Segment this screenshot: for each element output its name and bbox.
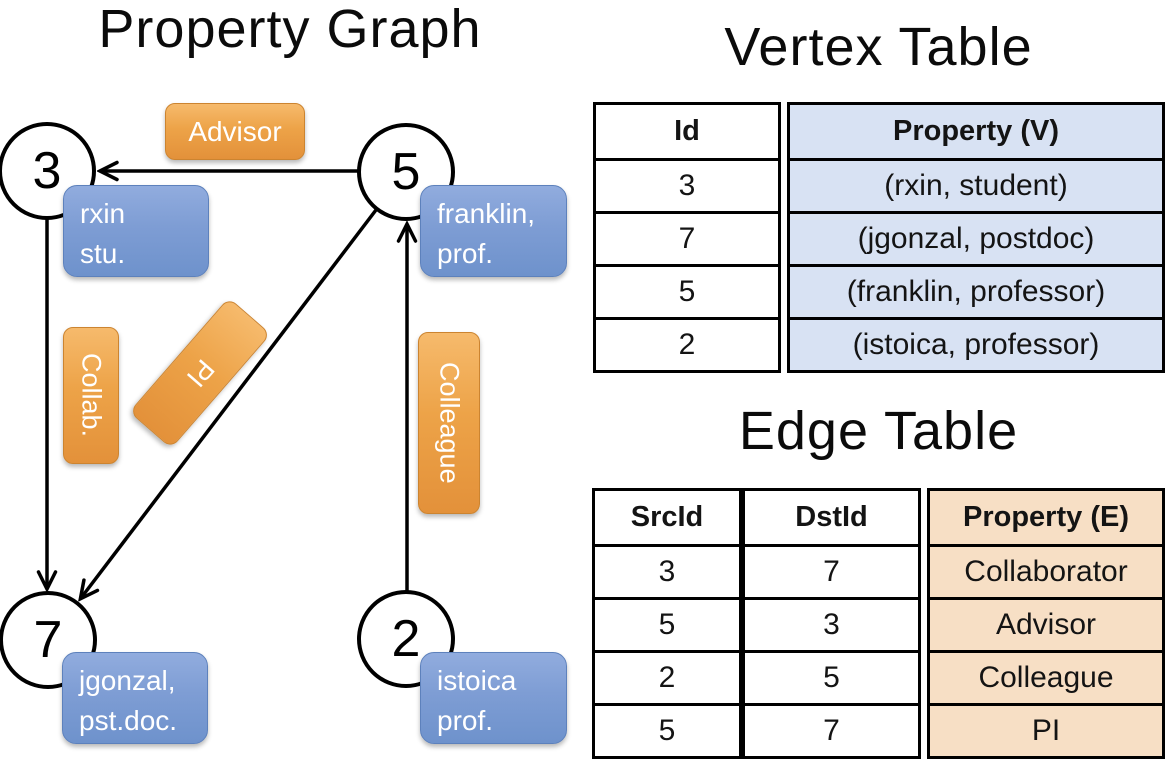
edge-label-collab: Collab. <box>63 327 119 464</box>
table-cell: 3 <box>745 597 918 650</box>
table-cell: (rxin, student) <box>790 158 1162 211</box>
property-graph-title: Property Graph <box>98 0 482 59</box>
vertex-prop-jgonzal: jgonzal, pst.doc. <box>62 652 208 744</box>
table-cell: 3 <box>595 544 739 597</box>
node-7-id: 7 <box>33 611 63 669</box>
table-cell: PI <box>930 703 1162 756</box>
vertex-prop-franklin-line2: prof. <box>437 237 494 269</box>
node-3-id: 3 <box>32 142 62 200</box>
table-cell: Colleague <box>930 650 1162 703</box>
vertex-prop-jgonzal-line1: jgonzal, <box>79 665 176 696</box>
vertex-prop-rxin: rxin stu. <box>63 185 209 277</box>
edge-label-pi: PI <box>129 297 271 449</box>
table-cell: 5 <box>745 650 918 703</box>
edge-table-header-property: Property (E) <box>930 491 1162 544</box>
vertex-prop-rxin-line1: rxin <box>80 198 126 229</box>
table-cell: 2 <box>596 317 778 370</box>
edge-table-srcid-column: SrcId 3 5 2 5 <box>592 488 742 759</box>
edge-label-colleague: Colleague <box>418 332 480 514</box>
edge-table-title: Edge Table <box>738 401 1019 461</box>
vertex-prop-franklin: franklin, prof. <box>420 185 567 277</box>
graph-node-5: 5 <box>357 123 455 221</box>
table-cell: (franklin, professor) <box>790 264 1162 317</box>
vertex-prop-istoica-line2: prof. <box>437 704 494 736</box>
node-5-id: 5 <box>391 143 421 201</box>
edge-table-header-srcid: SrcId <box>630 501 704 533</box>
table-cell: 7 <box>745 544 918 597</box>
table-cell: 5 <box>595 597 739 650</box>
table-cell: 3 <box>596 158 778 211</box>
edge-table-header-dstid: DstId <box>795 501 868 533</box>
edge-table-property-column: Property (E) Collaborator Advisor Collea… <box>927 488 1165 759</box>
graph-node-3: 3 <box>0 122 96 220</box>
vertex-prop-istoica-line1: istoica <box>437 665 517 696</box>
table-cell: 5 <box>595 703 739 756</box>
vertex-prop-rxin-line2: stu. <box>80 237 126 269</box>
vertex-prop-jgonzal-line2: pst.doc. <box>79 704 178 736</box>
edge-table-dstid-column: DstId 7 3 5 7 <box>742 488 921 759</box>
vertex-table-header-id: Id <box>674 115 700 147</box>
table-cell: (istoica, professor) <box>790 317 1162 370</box>
vertex-prop-franklin-line1: franklin, <box>437 198 536 229</box>
vertex-table-header-property: Property (V) <box>790 105 1162 158</box>
table-cell: 7 <box>596 211 778 264</box>
table-cell: 5 <box>596 264 778 317</box>
table-cell: Advisor <box>930 597 1162 650</box>
vertex-table-title: Vertex Table <box>724 17 1033 77</box>
node-2-id: 2 <box>391 610 421 668</box>
table-cell: 2 <box>595 650 739 703</box>
vertex-prop-istoica: istoica prof. <box>420 652 567 744</box>
table-cell: Collaborator <box>930 544 1162 597</box>
vertex-table-id-column: Id 3 7 5 2 <box>593 102 781 373</box>
table-cell: 7 <box>745 703 918 756</box>
edge-label-advisor: Advisor <box>165 103 305 160</box>
table-cell: (jgonzal, postdoc) <box>790 211 1162 264</box>
vertex-table-property-column: Property (V) (rxin, student) (jgonzal, p… <box>787 102 1165 373</box>
